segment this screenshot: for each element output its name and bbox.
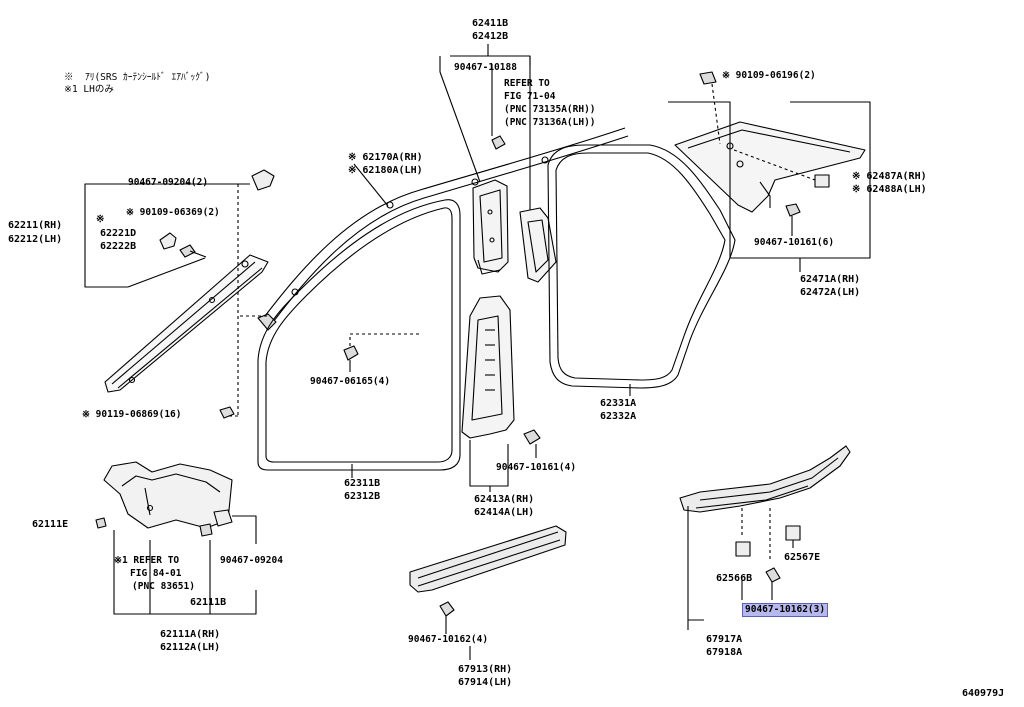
part-62487a[interactable]: ※ 62487A(RH) (852, 171, 927, 182)
refer-fig-71-04[interactable]: FIG 71-04 (504, 91, 556, 102)
part-62413a[interactable]: 62413A(RH) (474, 494, 535, 505)
refer-fig-84-01[interactable]: FIG 84-01 (130, 568, 182, 579)
center-pillar-lower-garnish (461, 295, 515, 439)
part-62211[interactable]: 62211(RH) (8, 220, 63, 231)
part-90467-06165[interactable]: 90467-06165(4) (310, 376, 391, 387)
note-line-1: ※ ｱﾘ(SRS ｶｰﾃﾝｼｰﾙﾄﾞ ｴｱﾊﾞｯｸﾞ) (64, 72, 211, 83)
screw-06869 (219, 406, 235, 419)
clip-62487a (814, 174, 830, 188)
screw-06196 (699, 71, 717, 85)
part-90119-06869[interactable]: ※ 90119-06869(16) (82, 409, 182, 420)
roof-side-garnish (257, 127, 629, 331)
part-62170a[interactable]: ※ 62170A(RH) (348, 152, 423, 163)
clip-09204-top (251, 169, 275, 191)
part-67914[interactable]: 67914(LH) (458, 677, 513, 688)
screw-06369 (179, 244, 207, 258)
part-62331a[interactable]: 62331A (600, 398, 637, 409)
refer-pnc-83651: (PNC 83651) (132, 581, 195, 592)
part-90467-10188[interactable]: 90467-10188 (454, 62, 517, 73)
part-90467-09204[interactable]: 90467-09204 (220, 555, 283, 566)
mark-62221: ※ (96, 214, 105, 225)
clip-62566b (735, 541, 751, 557)
part-90467-10161-4[interactable]: 90467-10161(4) (496, 462, 577, 473)
part-90109-06369[interactable]: ※ 90109-06369(2) (126, 207, 220, 218)
front-door-weatherstrip (257, 199, 461, 471)
part-62111a[interactable]: 62111A(RH) (160, 629, 221, 640)
part-62488a[interactable]: ※ 62488A(LH) (852, 184, 927, 195)
part-62567e[interactable]: 62567E (784, 552, 821, 563)
part-62180a[interactable]: ※ 62180A(LH) (348, 165, 423, 176)
part-62111e[interactable]: 62111E (32, 519, 69, 530)
part-90467-10162-4[interactable]: 90467-10162(4) (408, 634, 489, 645)
refer-pnc-73135a: (PNC 73135A(RH)) (504, 104, 596, 115)
part-90467-10162-3-highlighted[interactable]: 90467-10162(3) (742, 603, 829, 617)
refer-pnc-73136a: (PNC 73136A(LH)) (504, 117, 596, 128)
seat-belt-bracket (519, 207, 557, 283)
clip-10161-rear (785, 203, 801, 217)
part-62472a[interactable]: 62472A(LH) (800, 287, 861, 298)
part-90109-06196[interactable]: ※ 90109-06196(2) (722, 70, 816, 81)
part-67917a[interactable]: 67917A (706, 634, 743, 645)
clip-06165 (343, 345, 359, 372)
clip-10188 (491, 135, 506, 150)
rear-door-scuff-plate (679, 445, 851, 513)
clip-10161-center (523, 429, 541, 445)
clip-09204-lower (213, 509, 233, 527)
refer-to-label: REFER TO (504, 78, 550, 89)
part-62212[interactable]: 62212(LH) (8, 234, 63, 245)
clip-10162-rear (765, 567, 781, 583)
part-62414a[interactable]: 62414A(LH) (474, 507, 535, 518)
part-62411b[interactable]: 62411B (472, 18, 509, 29)
part-62566b[interactable]: 62566B (716, 573, 753, 584)
note-line-2: ※1 LHのみ (64, 84, 114, 95)
part-62111b[interactable]: 62111B (190, 597, 227, 608)
part-90467-09204-2[interactable]: 90467-09204(2) (128, 177, 209, 188)
a-pillar-lower-garnish (104, 254, 269, 393)
part-62471a[interactable]: 62471A(RH) (800, 274, 861, 285)
part-62221d[interactable]: 62221D (100, 228, 137, 239)
rear-door-weatherstrip (547, 144, 736, 389)
part-67913[interactable]: 67913(RH) (458, 664, 513, 675)
clip-62221d (159, 232, 177, 250)
part-90467-10161-6[interactable]: 90467-10161(6) (754, 237, 835, 248)
cowl-side-trim (103, 461, 233, 529)
center-pillar-upper-garnish (472, 179, 509, 275)
diagram-id: 640979J (962, 688, 1005, 699)
part-62312b[interactable]: 62312B (344, 491, 381, 502)
part-62412b[interactable]: 62412B (472, 31, 509, 42)
clip-62111e (95, 517, 107, 529)
part-62112a[interactable]: 62112A(LH) (160, 642, 221, 653)
refer-to-label-2: ※1 REFER TO (114, 555, 180, 566)
part-67918a[interactable]: 67918A (706, 647, 743, 658)
part-62222b[interactable]: 62222B (100, 241, 137, 252)
front-door-scuff-plate (409, 525, 567, 593)
clip-10162-front (439, 601, 455, 617)
part-62332a[interactable]: 62332A (600, 411, 637, 422)
clip-62567e (785, 525, 801, 541)
roof-side-rear-garnish (674, 121, 866, 213)
part-62311b[interactable]: 62311B (344, 478, 381, 489)
